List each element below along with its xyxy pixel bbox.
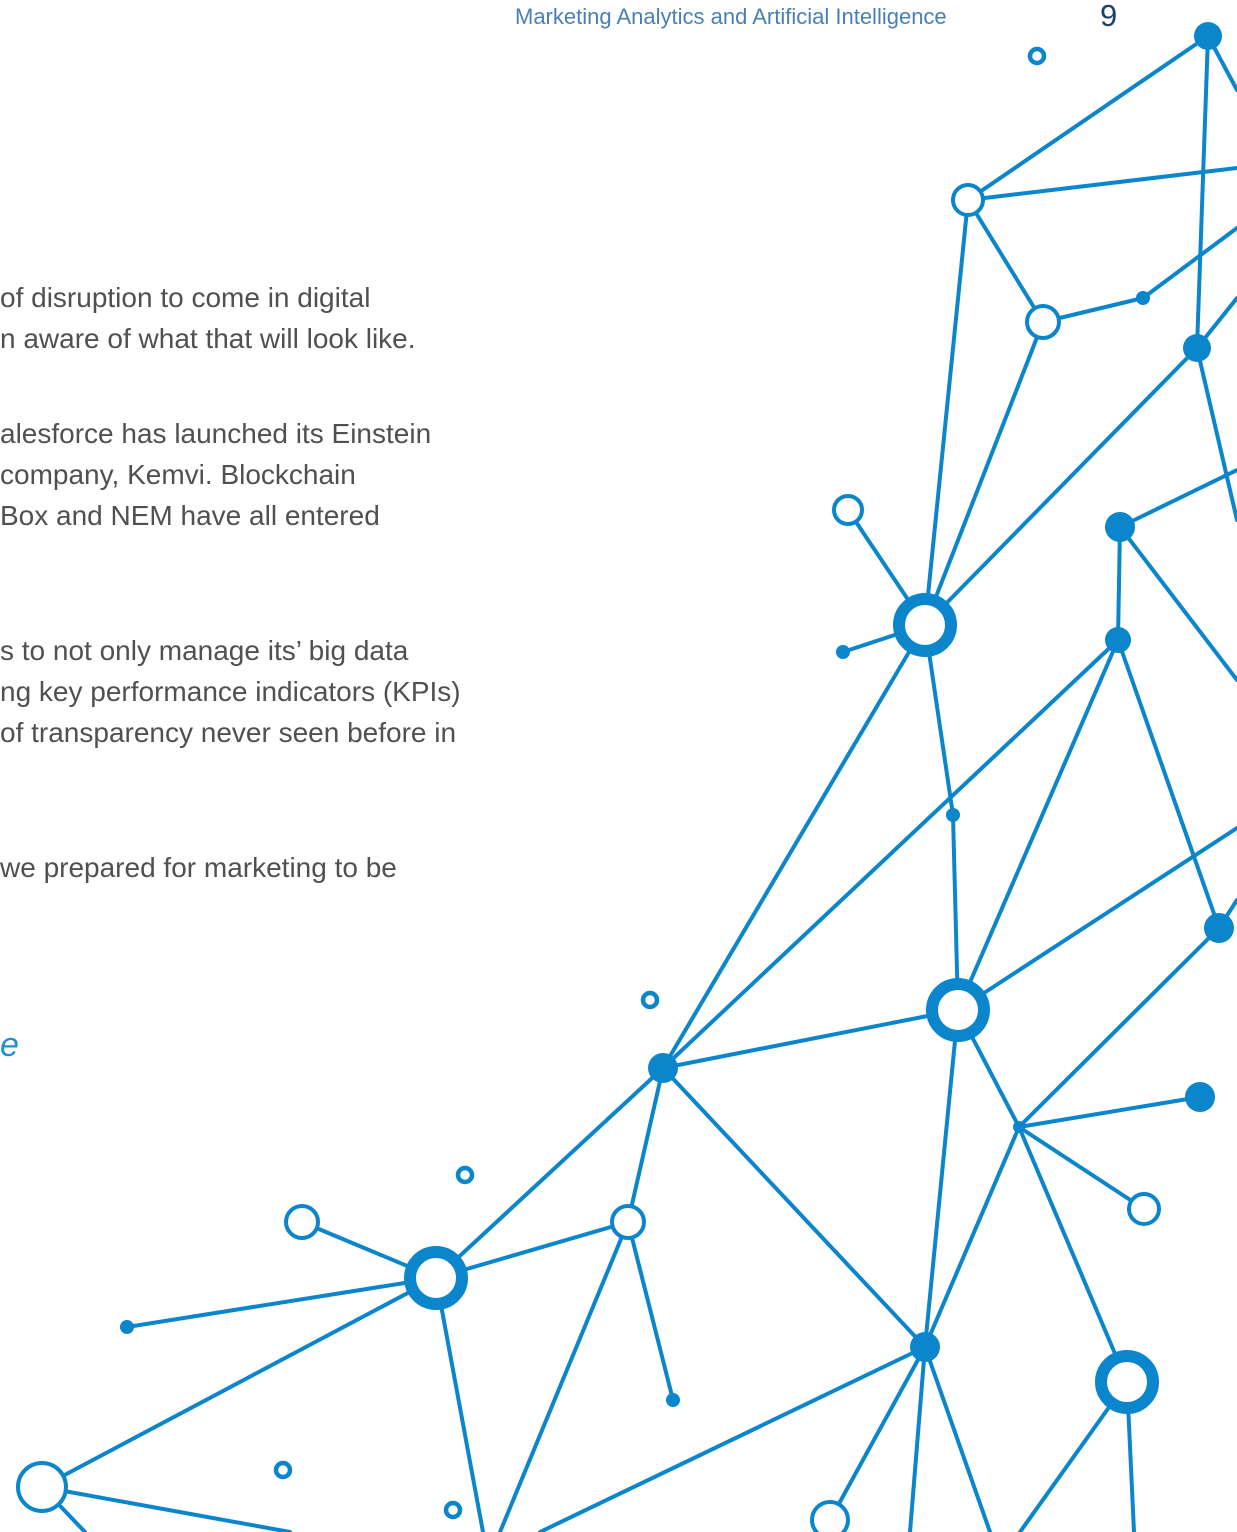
pull-quote-fragment: e [0, 1026, 19, 1064]
page-number: 9 [1100, 0, 1118, 33]
body-text-line: company, Kemvi. Blockchain [0, 459, 356, 490]
body-text-line: alesforce has launched its Einstein [0, 418, 432, 449]
network-solid-nodes [120, 22, 1234, 1407]
body-text-line: ng key performance indicators (KPIs) [0, 676, 461, 707]
network-edges [40, 34, 1237, 1532]
running-header-title: Marketing Analytics and Artificial Intel… [515, 4, 947, 29]
network-small-ring-dots [273, 46, 1047, 1520]
body-text-line: of disruption to come in digital [0, 282, 371, 313]
body-text-line: s to not only manage its’ big data [0, 635, 409, 666]
body-text-line: we prepared for marketing to be [0, 852, 397, 883]
body-text-line: of transparency never seen before in [0, 717, 457, 748]
network-hollow-nodes [16, 183, 1161, 1532]
network-large-ring-nodes [404, 593, 1159, 1414]
body-text-line: n aware of what that will look like. [0, 323, 416, 354]
body-text-line: Box and NEM have all entered [0, 500, 380, 531]
